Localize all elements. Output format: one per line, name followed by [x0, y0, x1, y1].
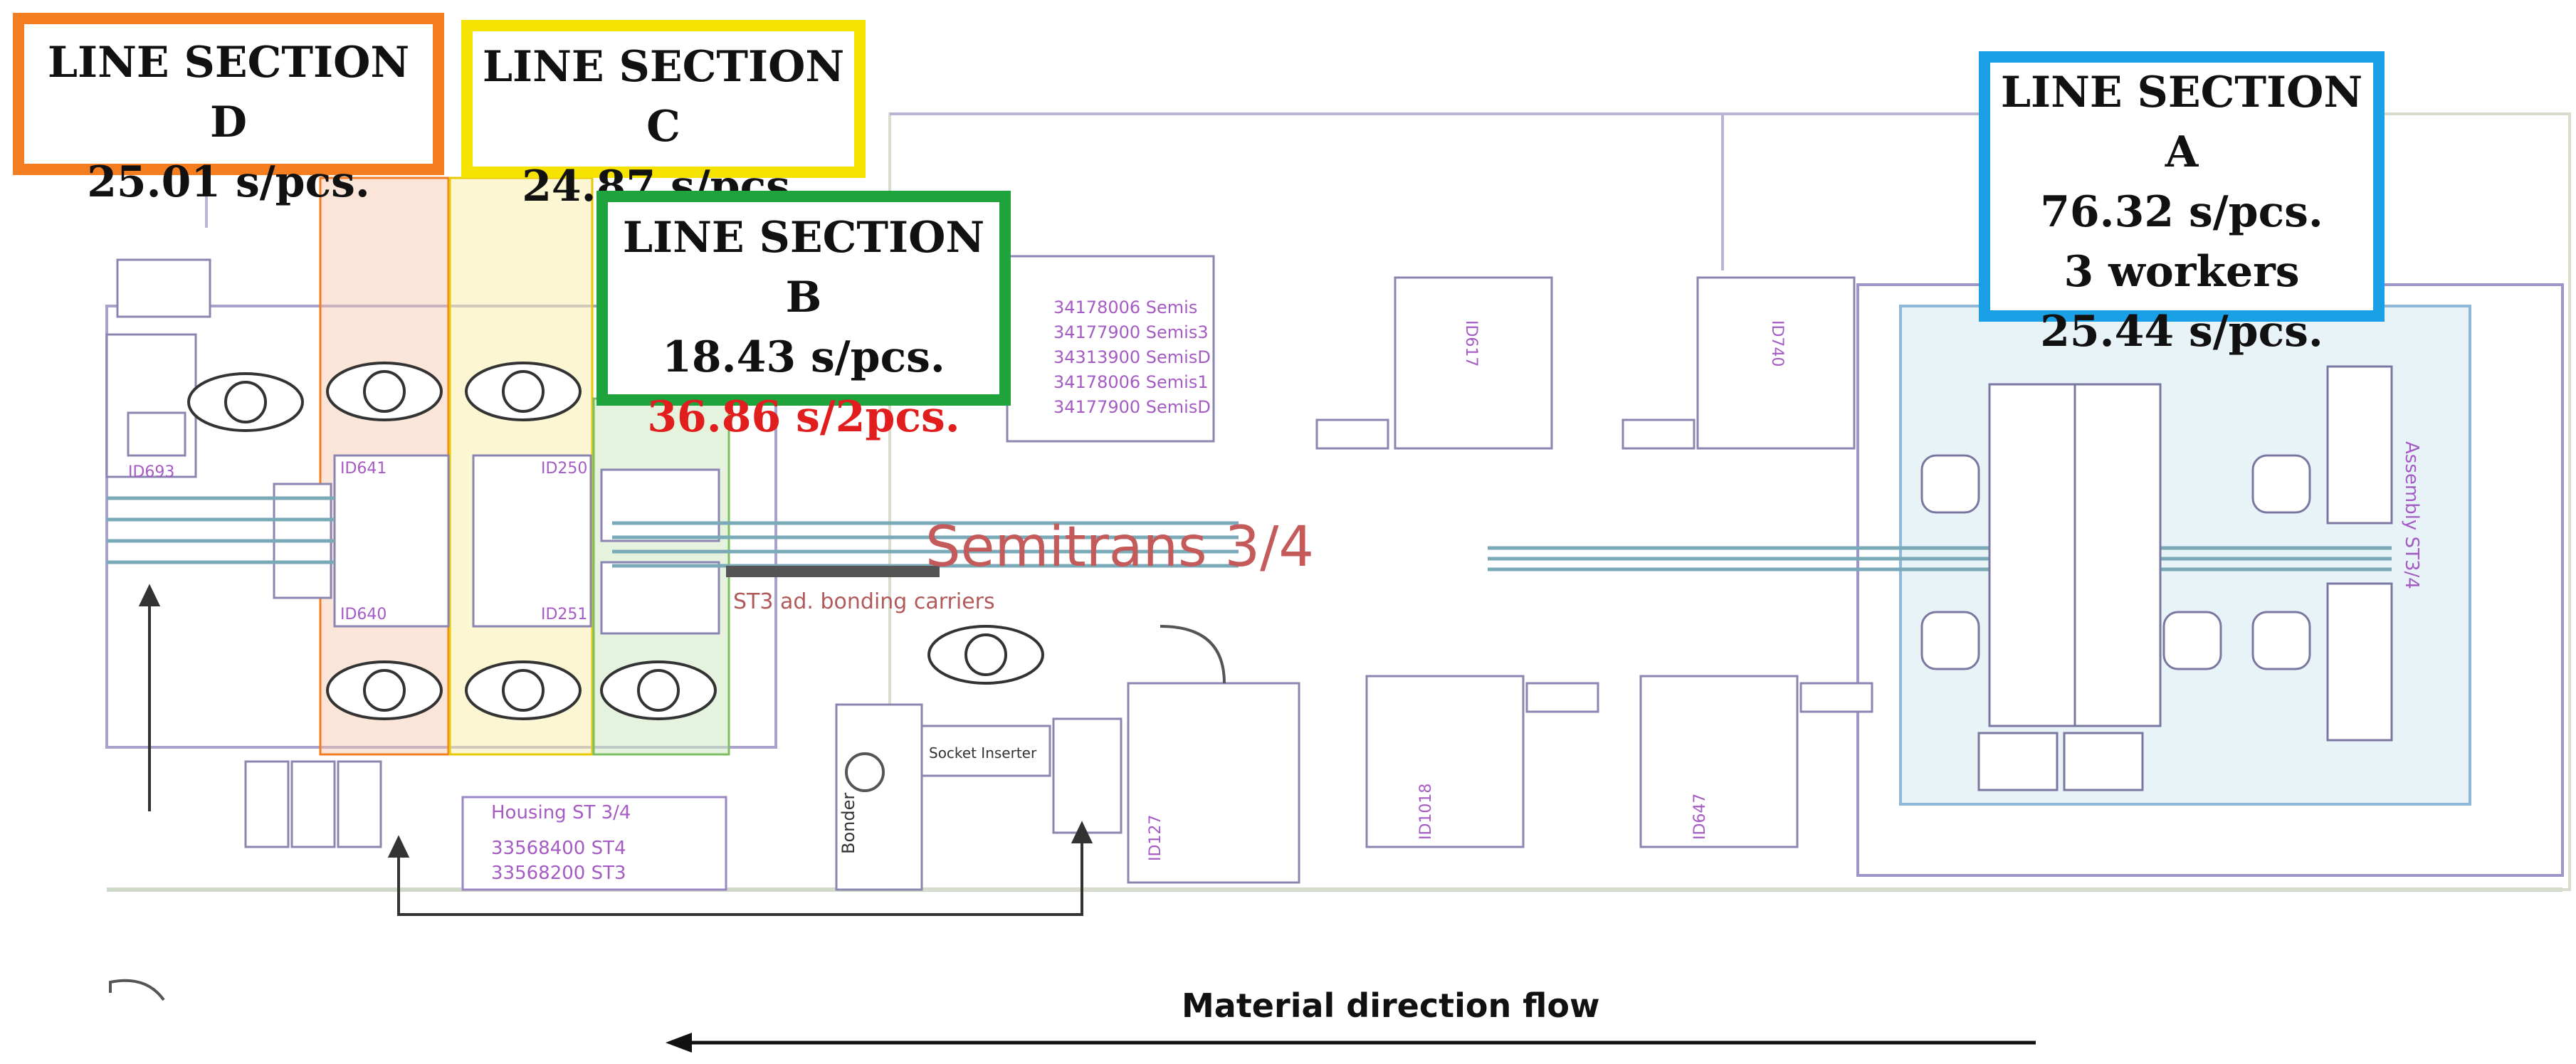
carrier-strip: [726, 566, 940, 577]
line-section-b-box: LINE SECTION B 18.43 s/pcs. 36.86 s/2pcs…: [596, 191, 1011, 442]
semis-item: 34178006 Semis1: [1053, 372, 1209, 392]
socket-inserter-label: Socket Inserter: [929, 744, 1037, 762]
door-arc: [109, 979, 165, 1001]
bonder-label: Bonder: [838, 793, 858, 854]
section-a-rate: 76.32 s/pcs.: [2040, 187, 2323, 237]
material-flow-arrow: [666, 1033, 2036, 1053]
material-flow-label: Material direction flow: [1182, 986, 1600, 1025]
section-d-title: LINE SECTION D: [47, 38, 410, 147]
section-b-rate-2pcs: 36.86 s/2pcs.: [647, 392, 960, 442]
station-code: ID647: [1691, 794, 1709, 840]
section-a-workers: 3 workers: [2064, 247, 2300, 297]
station-codes: ID617 ID740 ID1018 ID647 ID127 ID693 ID6…: [128, 320, 1786, 861]
semitrans-label: Semitrans 3/4: [925, 515, 1314, 579]
station-code: ID693: [128, 463, 174, 481]
bonder-circle: [845, 625, 1226, 792]
line-section-c-box: LINE SECTION C 24.87 s/pcs.: [461, 20, 866, 211]
station-code: ID640: [340, 606, 387, 623]
line-section-a-box: LINE SECTION A 76.32 s/pcs. 3 workers 25…: [1979, 51, 2385, 357]
operator-icons: [187, 362, 1044, 720]
housing-label-group: Housing ST 3/4 33568400 ST4 33568200 ST3: [491, 802, 631, 884]
station-code: ID740: [1768, 320, 1786, 367]
semis-item: 34177900 SemisD: [1053, 397, 1211, 417]
station-code: ID641: [340, 460, 387, 478]
section-b-title: LINE SECTION B: [622, 213, 985, 322]
middle-stations: [835, 255, 1873, 891]
assembly-desks: [1920, 365, 2393, 791]
semis-item: 34178006 Semis: [1053, 297, 1197, 317]
semis-item: 34177900 Semis3: [1053, 322, 1209, 342]
section-d-rate: 25.01 s/pcs.: [87, 157, 370, 207]
bonding-carriers-label: ST3 ad. bonding carriers: [733, 589, 995, 614]
station-code: ID250: [541, 460, 587, 478]
station-code: ID251: [541, 606, 587, 623]
section-a-title: LINE SECTION A: [2000, 68, 2363, 177]
housing-st3: 33568200 ST3: [491, 863, 626, 884]
station-code: ID1018: [1417, 784, 1435, 840]
section-b-rate: 18.43 s/pcs.: [662, 332, 945, 382]
station-code: ID617: [1462, 320, 1480, 367]
section-a-rate-per-worker: 25.44 s/pcs.: [2040, 307, 2323, 357]
assembly-label: Assembly ST3/4: [2401, 441, 2422, 589]
housing-st4: 33568400 ST4: [491, 838, 626, 859]
semis-list: 34178006 Semis 34177900 Semis3 34313900 …: [1053, 297, 1211, 417]
housing-title: Housing ST 3/4: [491, 802, 631, 823]
station-code: ID127: [1147, 815, 1165, 861]
semis-item: 34313900 SemisD: [1053, 347, 1211, 367]
conveyor-lines: [107, 496, 2392, 571]
section-c-title: LINE SECTION C: [482, 42, 845, 152]
line-section-d-box: LINE SECTION D 25.01 s/pcs.: [13, 13, 444, 207]
return-arrows: [138, 584, 1093, 916]
